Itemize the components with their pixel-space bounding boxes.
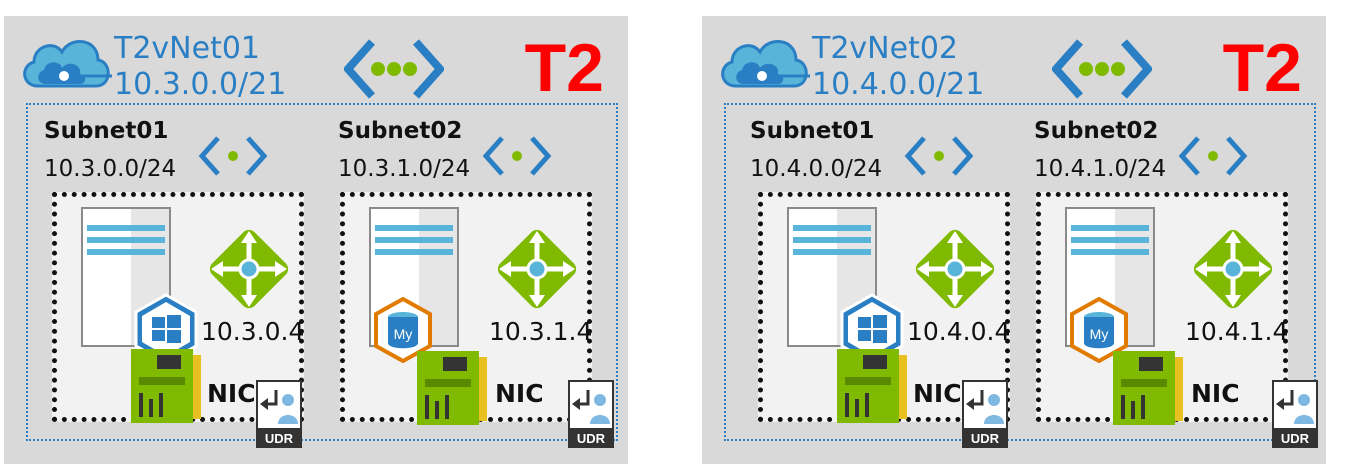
vnet-peering-icon — [1052, 39, 1152, 99]
subnet-box: Subnet02 10.4.1.0/24 — [1024, 112, 1304, 442]
udr-label: UDR — [576, 431, 606, 446]
windows-icon — [134, 293, 198, 365]
windows-icon — [840, 293, 904, 365]
subnet-icon — [904, 136, 974, 176]
vm-resources-box: 10.3.1.4 My NIC — [340, 192, 593, 425]
vnet-name: T2vNet02 — [812, 31, 959, 66]
nic-label: NIC — [913, 379, 962, 408]
subnet-name: Subnet01 — [750, 118, 875, 144]
gateway-icon — [209, 229, 289, 309]
subnet-name: Subnet02 — [338, 118, 463, 144]
subnet-icon — [482, 136, 552, 176]
subnet-name: Subnet02 — [1034, 118, 1159, 144]
udr-icon: UDR — [962, 380, 1008, 448]
udr-label: UDR — [970, 431, 1000, 446]
subnet-name: Subnet01 — [44, 118, 169, 144]
vm-resources-box: 10.4.1.4 My NIC — [1036, 192, 1289, 425]
subnet-cidr: 10.4.0.0/24 — [750, 156, 883, 182]
nic-icon — [1113, 351, 1183, 425]
gateway-icon — [497, 229, 577, 309]
svg-text:My: My — [1090, 326, 1109, 342]
vnet-panel-2: T2vNet02 10.4.0.0/21 T2 Subnet01 10.4.0.… — [702, 16, 1326, 464]
vnet-cloud-icon — [721, 40, 810, 88]
subnet-cidr: 10.3.1.0/24 — [338, 156, 471, 182]
tier-label: T2 — [1222, 30, 1302, 106]
vm-ip-address: 10.3.0.4 — [201, 317, 305, 346]
nic-icon — [837, 349, 907, 423]
udr-label: UDR — [1280, 431, 1310, 446]
subnet-icon — [198, 136, 268, 176]
vnet-boundary — [724, 103, 1316, 441]
subnet-box: Subnet02 10.3.1.0/24 — [328, 112, 608, 442]
vnet-peering-icon — [344, 39, 444, 99]
nic-label: NIC — [1191, 379, 1240, 408]
subnet-box: Subnet01 10.4.0.0/24 — [740, 112, 1020, 442]
nic-icon — [131, 349, 201, 423]
vm-ip-address: 10.4.0.4 — [907, 317, 1011, 346]
gateway-icon — [1193, 229, 1273, 309]
nic-label: NIC — [495, 379, 544, 408]
udr-icon: UDR — [568, 380, 614, 448]
udr-label: UDR — [264, 431, 294, 446]
vnet-panel-1: T2vNet01 10.3.0.0/21 T2 Subnet01 10.3.0.… — [4, 16, 628, 464]
vm-ip-address: 10.3.1.4 — [489, 317, 593, 346]
udr-icon: UDR — [256, 380, 302, 448]
gateway-icon — [915, 229, 995, 309]
subnet-cidr: 10.4.1.0/24 — [1034, 156, 1167, 182]
subnet-icon — [1178, 136, 1248, 176]
vnet-boundary — [26, 103, 618, 441]
vnet-name: T2vNet01 — [114, 31, 261, 66]
vm-resources-box: 10.3.0.4 NIC — [52, 192, 305, 423]
svg-text:My: My — [394, 326, 413, 342]
vm-ip-address: 10.4.1.4 — [1185, 317, 1289, 346]
mysql-icon: My — [1069, 296, 1129, 364]
vnet-cloud-icon — [23, 40, 112, 88]
vnet-cidr: 10.3.0.0/21 — [114, 67, 287, 102]
vnet-cidr: 10.4.0.0/21 — [812, 67, 985, 102]
nic-label: NIC — [207, 379, 256, 408]
udr-icon: UDR — [1272, 380, 1318, 448]
nic-icon — [417, 351, 487, 425]
tier-label: T2 — [524, 30, 604, 106]
vm-resources-box: 10.4.0.4 NIC — [758, 192, 1011, 423]
subnet-box: Subnet01 10.3.0.0/24 — [34, 112, 314, 442]
mysql-icon: My — [373, 296, 433, 364]
subnet-cidr: 10.3.0.0/24 — [44, 156, 177, 182]
